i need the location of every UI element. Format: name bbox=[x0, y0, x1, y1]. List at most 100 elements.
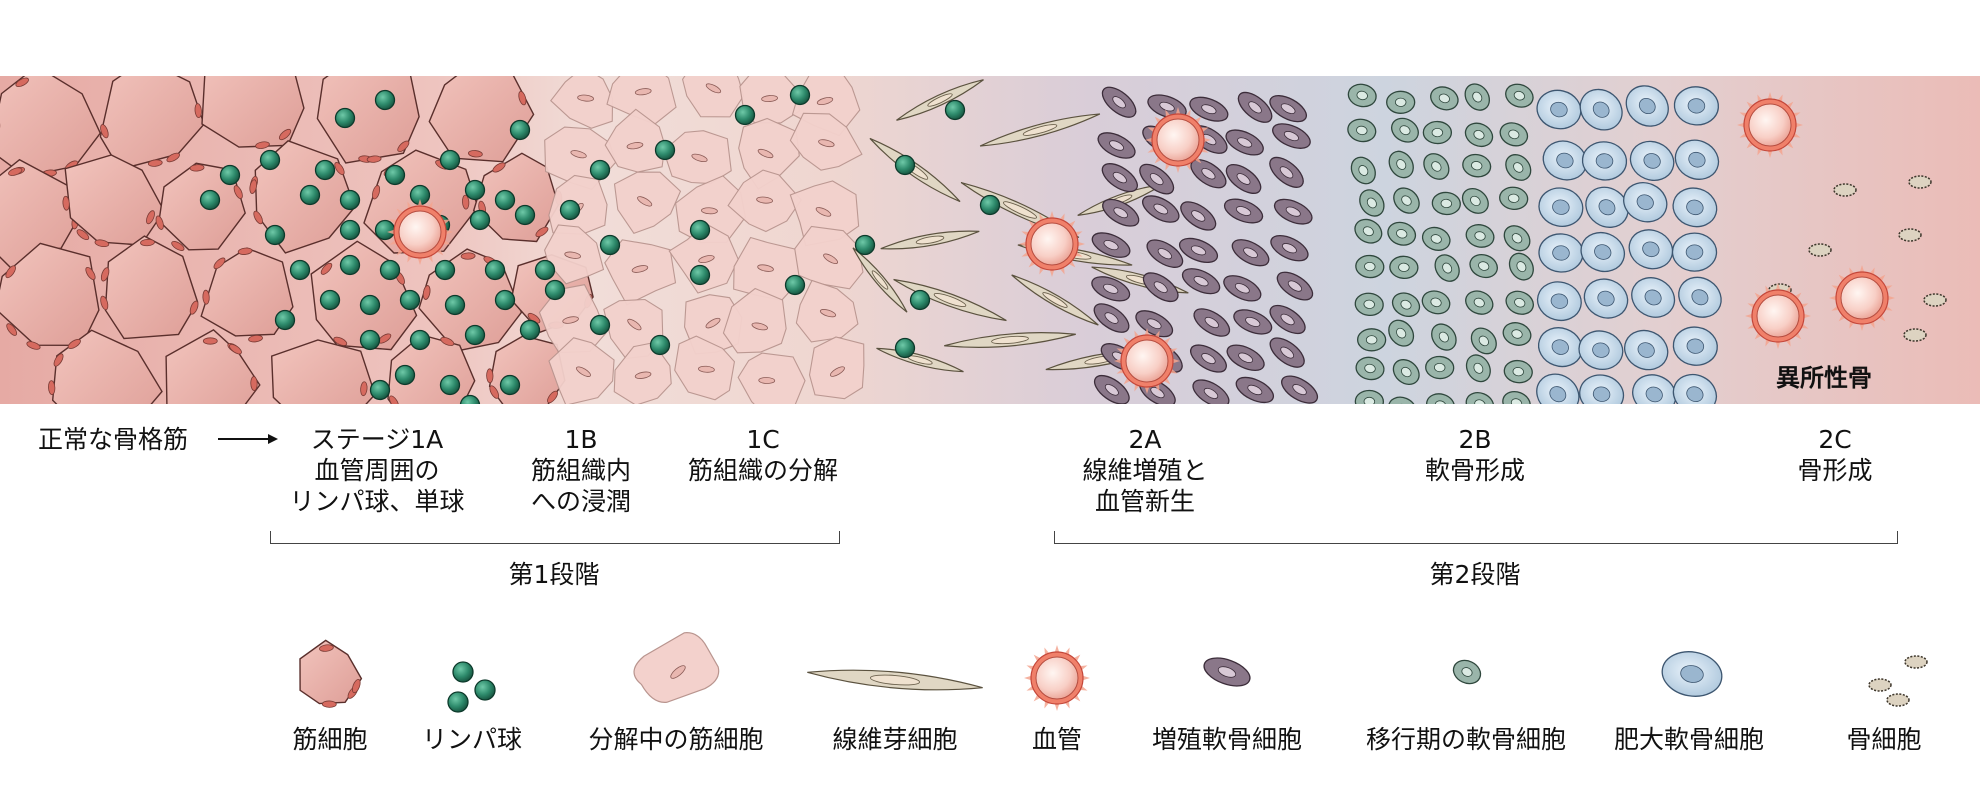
lymphocyte bbox=[441, 376, 460, 395]
lymphocyte bbox=[561, 201, 580, 220]
lymphocyte bbox=[276, 311, 295, 330]
lymphocyte bbox=[591, 316, 610, 335]
legend-label-hypertrophic-chondrocyte: 肥大軟骨細胞 bbox=[1614, 720, 1764, 756]
legend-icons bbox=[300, 621, 1927, 720]
lymphocyte bbox=[321, 291, 340, 310]
lymphocyte bbox=[471, 211, 490, 230]
legend-lymphocyte-icon bbox=[453, 662, 473, 682]
blood-vessel bbox=[1737, 92, 1803, 158]
blood-vessel bbox=[1145, 107, 1211, 173]
blood-vessel bbox=[1019, 211, 1085, 277]
lymphocyte bbox=[656, 141, 675, 160]
lymphocyte bbox=[911, 291, 930, 310]
stage-1c-label: 1C筋組織の分解 bbox=[672, 424, 854, 486]
lymphocyte bbox=[466, 181, 485, 200]
phase2-label: 第2段階 bbox=[1430, 555, 1521, 591]
lymphocyte bbox=[486, 261, 505, 280]
lymphocyte bbox=[396, 366, 415, 385]
lymphocyte bbox=[791, 86, 810, 105]
lymphocyte bbox=[546, 281, 565, 300]
lymphocyte bbox=[411, 331, 430, 350]
heterotopic-bone-label: 異所性骨 bbox=[1776, 358, 1872, 393]
legend-label-transitional-chondrocyte: 移行期の軟骨細胞 bbox=[1366, 720, 1566, 756]
osteocyte bbox=[1909, 176, 1931, 188]
lymphocyte bbox=[376, 91, 395, 110]
osteocyte bbox=[1924, 294, 1946, 306]
legend-osteocyte-icon bbox=[1869, 679, 1891, 691]
lymphocyte bbox=[386, 166, 405, 185]
blood-vessel bbox=[387, 199, 453, 265]
lymphocyte bbox=[691, 266, 710, 285]
lymphocyte bbox=[316, 161, 335, 180]
lymphocyte bbox=[376, 221, 395, 240]
phase1-bracket bbox=[270, 531, 840, 544]
lymphocyte bbox=[501, 376, 520, 395]
lymphocyte bbox=[521, 321, 540, 340]
lymphocyte bbox=[361, 296, 380, 315]
blood-vessel bbox=[1114, 328, 1180, 394]
osteocyte bbox=[1834, 184, 1856, 196]
lymphocyte bbox=[601, 236, 620, 255]
legend-blood-vessel-icon bbox=[1024, 645, 1090, 711]
lymphocyte bbox=[361, 331, 380, 350]
lymphocyte bbox=[736, 106, 755, 125]
legend-label-degrading-muscle: 分解中の筋細胞 bbox=[588, 720, 763, 756]
lymphocyte bbox=[461, 396, 480, 415]
lymphocyte bbox=[896, 156, 915, 175]
lymphocyte bbox=[981, 196, 1000, 215]
lymphocyte bbox=[341, 256, 360, 275]
lymphocyte bbox=[201, 191, 220, 210]
legend-lymphocyte-icon bbox=[475, 680, 495, 700]
phase2-bracket bbox=[1054, 531, 1898, 544]
legend-osteocyte-icon bbox=[1887, 694, 1909, 706]
lymphocyte bbox=[381, 261, 400, 280]
lymphocyte bbox=[291, 261, 310, 280]
lymphocyte bbox=[261, 151, 280, 170]
lymphocyte bbox=[466, 326, 485, 345]
lymphocyte bbox=[371, 381, 390, 400]
lymphocyte bbox=[401, 291, 420, 310]
lymphocyte bbox=[341, 221, 360, 240]
legend-label-fibroblast: 線維芽細胞 bbox=[832, 720, 957, 756]
legend-osteocyte-icon bbox=[1905, 656, 1927, 668]
lymphocyte bbox=[591, 161, 610, 180]
legend-label-muscle-cell: 筋細胞 bbox=[292, 720, 367, 756]
blood-vessel bbox=[1745, 283, 1811, 349]
lymphocyte bbox=[221, 166, 240, 185]
lymphocyte bbox=[946, 101, 965, 120]
lymphocyte bbox=[446, 296, 465, 315]
osteocyte bbox=[1904, 329, 1926, 341]
lymphocyte bbox=[436, 261, 455, 280]
lymphocyte bbox=[856, 236, 875, 255]
phase1-label: 第1段階 bbox=[509, 555, 600, 591]
lymphocyte bbox=[896, 339, 915, 358]
lymphocyte bbox=[496, 291, 515, 310]
stage-normal-label: 正常な骨格筋 bbox=[38, 424, 188, 455]
blood-vessel bbox=[1829, 265, 1895, 331]
lymphocyte bbox=[651, 336, 670, 355]
lymphocyte bbox=[511, 121, 530, 140]
lymphocyte bbox=[301, 186, 320, 205]
normal-arrow bbox=[218, 434, 278, 444]
lymphocyte bbox=[786, 276, 805, 295]
stage-2c-label: 2C骨形成 bbox=[1780, 424, 1890, 486]
lymphocyte bbox=[341, 191, 360, 210]
lymphocyte bbox=[336, 109, 355, 128]
lymphocyte bbox=[496, 191, 515, 210]
lymphocyte bbox=[536, 261, 555, 280]
legend-label-proliferating-chondrocyte: 増殖軟骨細胞 bbox=[1152, 720, 1302, 756]
lymphocyte bbox=[266, 226, 285, 245]
legend-label-blood-vessel: 血管 bbox=[1032, 720, 1082, 756]
lymphocyte bbox=[691, 221, 710, 240]
osteocyte bbox=[1899, 229, 1921, 241]
lymphocyte bbox=[441, 151, 460, 170]
osteocyte bbox=[1809, 244, 1831, 256]
legend-lymphocyte-icon bbox=[448, 692, 468, 712]
lymphocyte bbox=[516, 206, 535, 225]
muscle-cell bbox=[272, 340, 375, 425]
